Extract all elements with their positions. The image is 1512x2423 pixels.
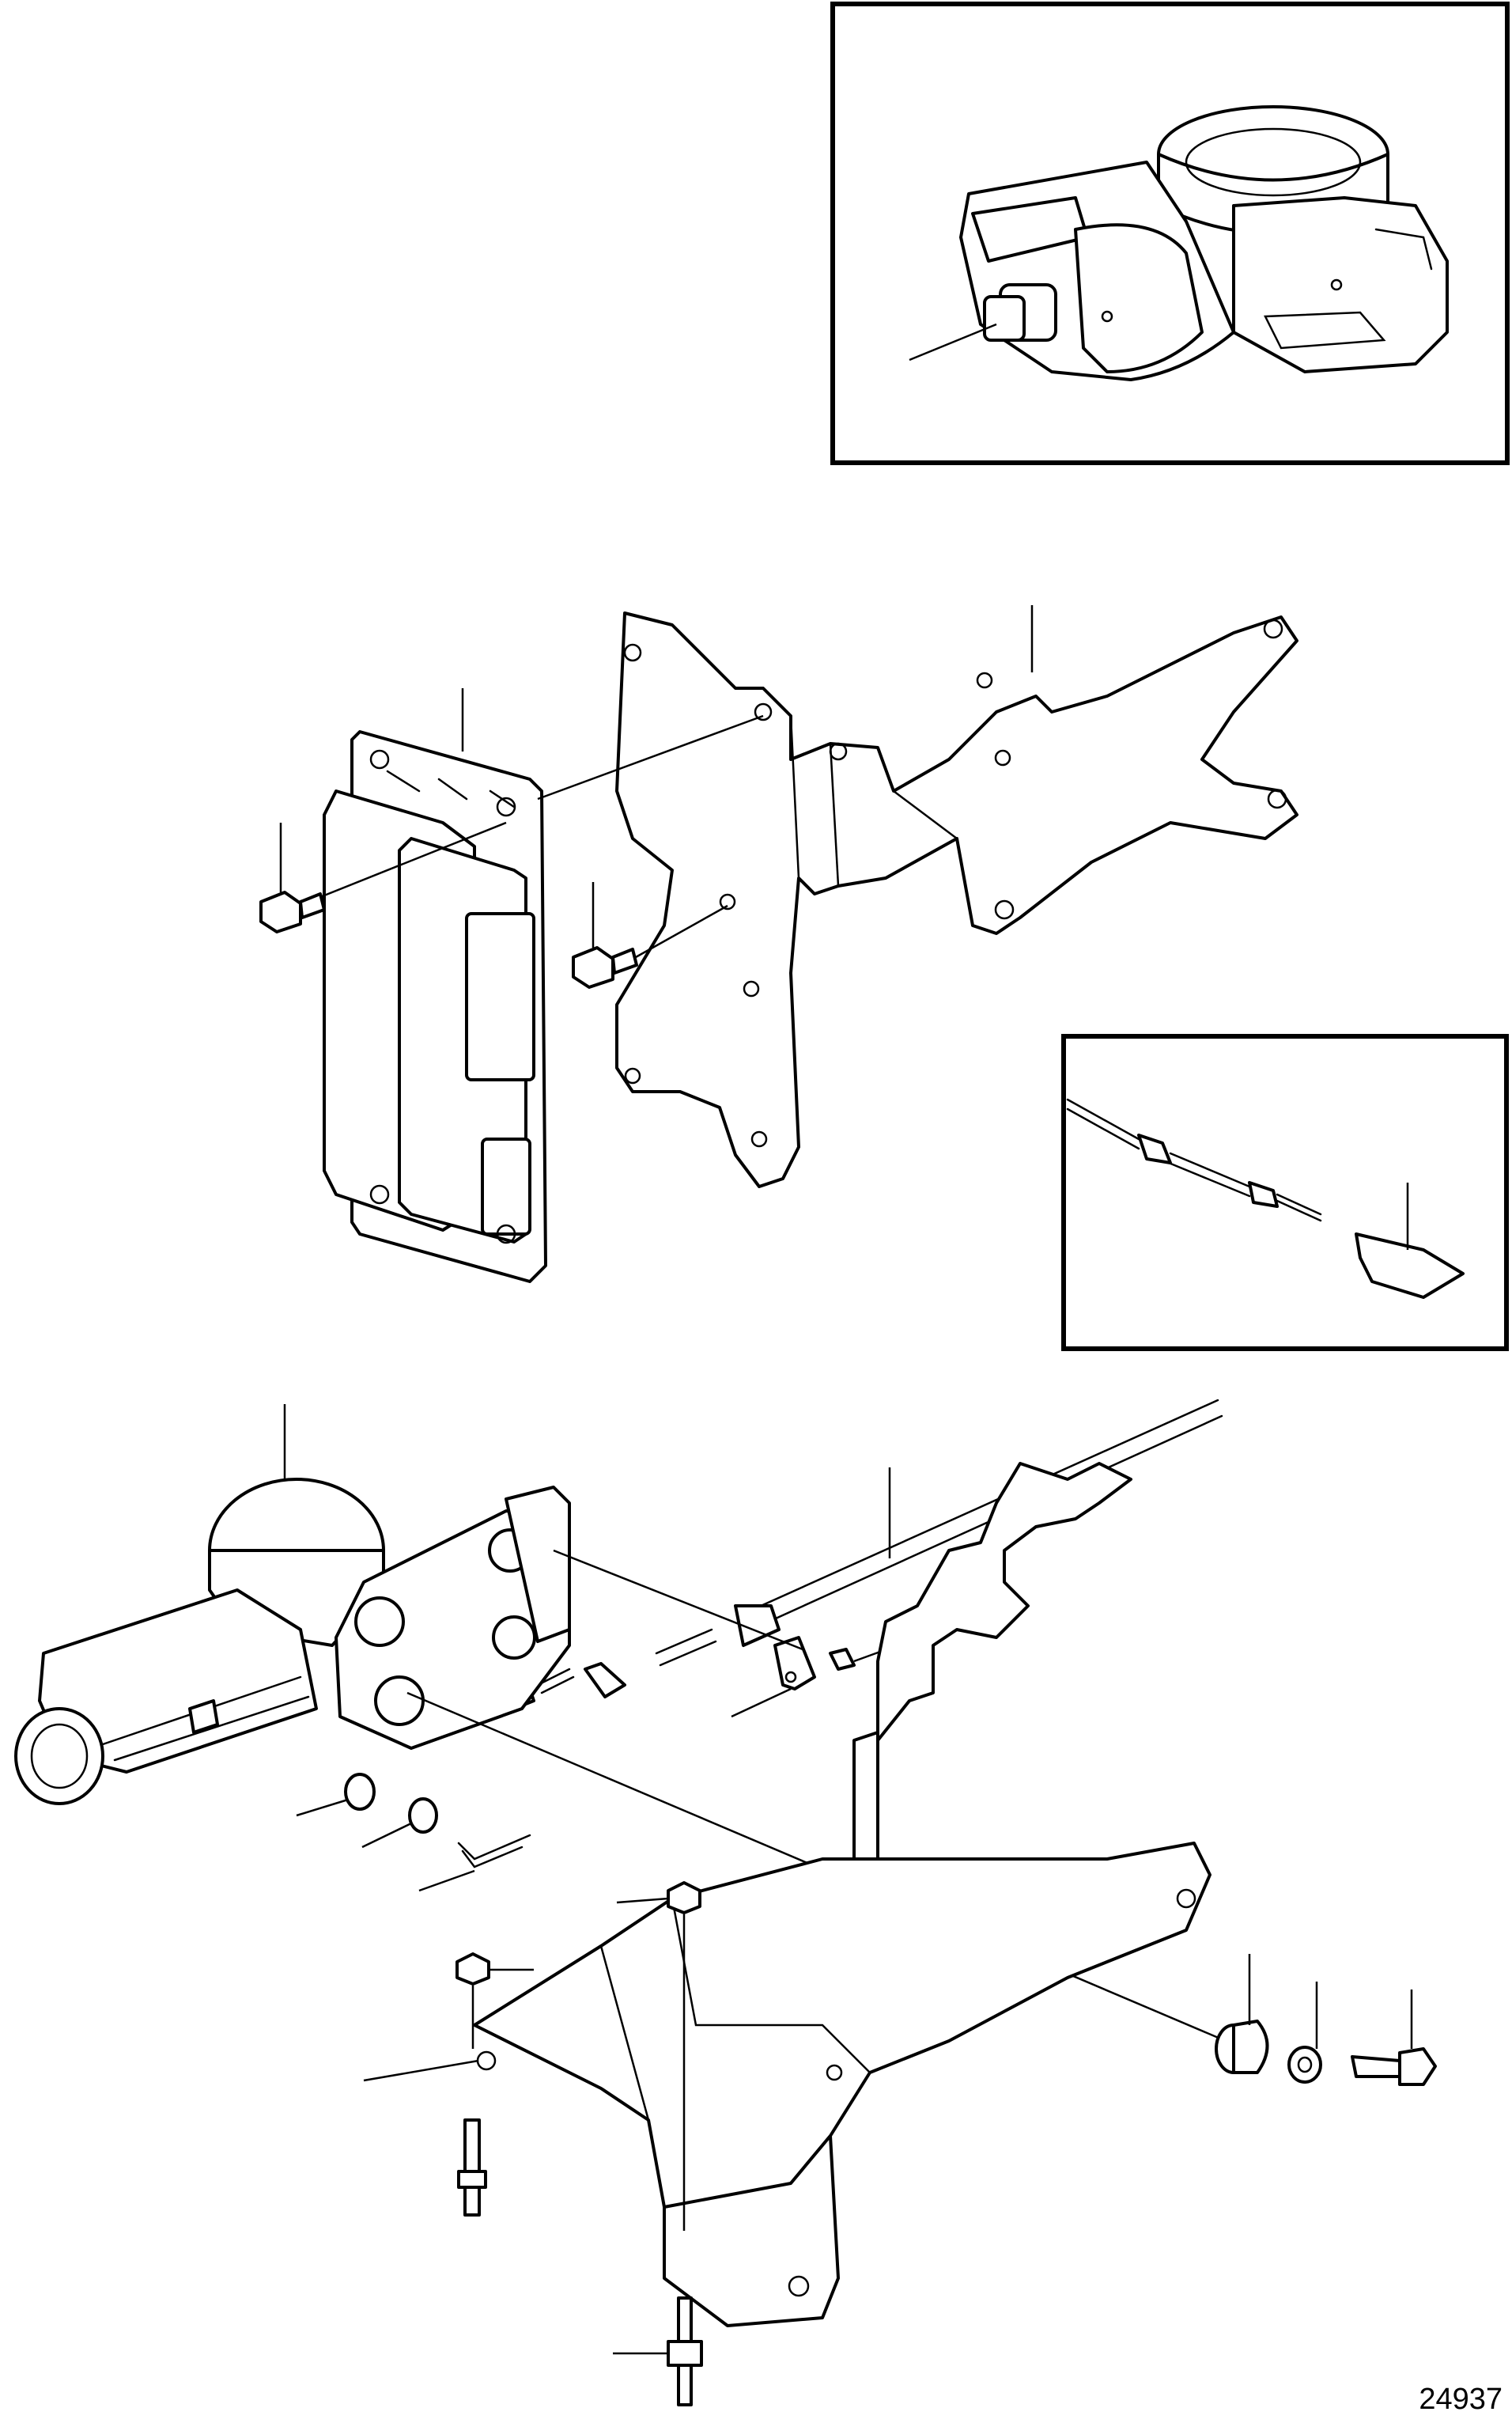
leader-line: [296, 1798, 349, 1817]
leader-line: [361, 1822, 412, 1849]
screw-left: [259, 891, 326, 933]
nut-left: [455, 1952, 490, 1986]
cable-clip: [773, 1636, 856, 1690]
control-unit: [323, 730, 547, 1283]
stud-left: [457, 2118, 487, 2217]
leader-line: [418, 1869, 475, 1892]
leader-line: [731, 1687, 792, 1718]
leader-line: [909, 323, 997, 362]
leader-line: [616, 1897, 669, 1904]
leader-line: [363, 2059, 479, 2082]
washer-1: [344, 1773, 376, 1811]
washer-right: [1287, 2046, 1322, 2084]
leader-line: [553, 1549, 803, 1651]
screw-middle: [572, 946, 638, 989]
cable-end-inset: [1061, 1034, 1509, 1351]
stud-bottom: [667, 2296, 703, 2406]
throttle-body-inset: [830, 2, 1510, 465]
figure-number: 24937: [1419, 2383, 1503, 2416]
leader-line: [308, 821, 507, 903]
leader-line: [537, 714, 764, 801]
nut-upper: [667, 1881, 701, 1914]
cable-sheath: [457, 1399, 1223, 1724]
cotter-pin: [457, 1834, 531, 1868]
spacer-bushing: [1215, 2020, 1269, 2074]
washer-2: [408, 1797, 438, 1834]
leader-line: [628, 904, 728, 963]
bolt-right: [1351, 2047, 1437, 2086]
lever-bracket: [473, 1462, 1211, 2327]
actuator-motor: [14, 1478, 571, 1805]
mounting-bracket: [615, 611, 1298, 1188]
throttle-body-illustration: [959, 105, 1449, 381]
